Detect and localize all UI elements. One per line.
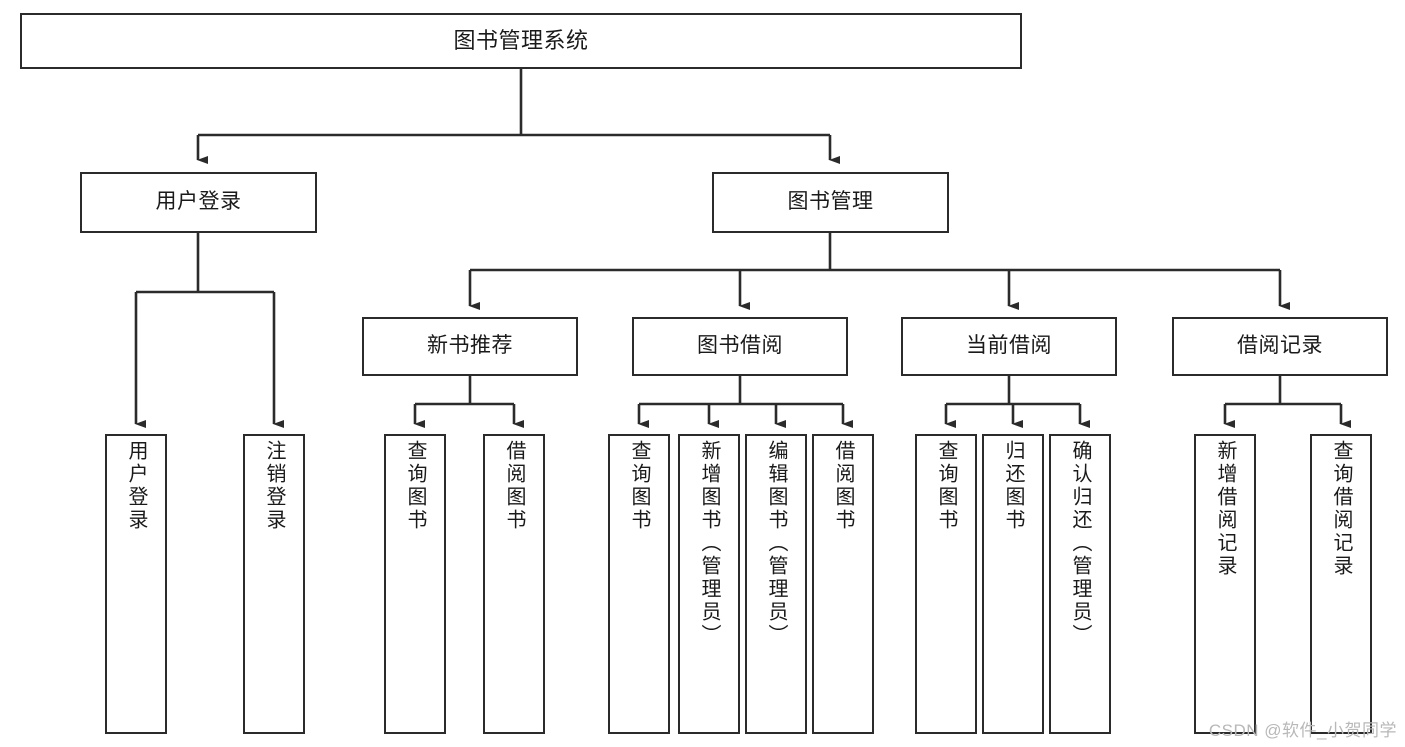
node-leaf-query-book-1-label: 查询图书 — [404, 440, 426, 532]
node-leaf-confirm-return-label: 确认归还（管理员） — [1069, 440, 1091, 647]
node-leaf-logout-login-label: 注销登录 — [263, 440, 285, 532]
node-current-borrow[interactable]: 当前借阅 — [901, 317, 1117, 376]
node-leaf-add-book[interactable]: 新增图书（管理员） — [678, 434, 740, 734]
node-leaf-borrow-book-1[interactable]: 借阅图书 — [483, 434, 545, 734]
node-book-management[interactable]: 图书管理 — [712, 172, 949, 233]
node-leaf-return-book[interactable]: 归还图书 — [982, 434, 1044, 734]
node-new-book-recommend[interactable]: 新书推荐 — [362, 317, 578, 376]
node-leaf-borrow-book-2[interactable]: 借阅图书 — [812, 434, 874, 734]
node-borrow-record-label: 借阅记录 — [1237, 334, 1323, 358]
node-leaf-borrow-book-2-label: 借阅图书 — [832, 440, 854, 532]
node-new-book-recommend-label: 新书推荐 — [427, 334, 513, 358]
node-leaf-user-login[interactable]: 用户登录 — [105, 434, 167, 734]
node-leaf-query-book-3-label: 查询图书 — [935, 440, 957, 532]
node-book-management-label: 图书管理 — [787, 190, 874, 214]
node-leaf-query-book-1[interactable]: 查询图书 — [384, 434, 446, 734]
node-leaf-user-login-label: 用户登录 — [125, 440, 147, 532]
node-leaf-query-book-2-label: 查询图书 — [628, 440, 650, 532]
node-user-login[interactable]: 用户登录 — [80, 172, 317, 233]
node-borrow-record[interactable]: 借阅记录 — [1172, 317, 1388, 376]
node-leaf-logout-login[interactable]: 注销登录 — [243, 434, 305, 734]
node-root-label: 图书管理系统 — [453, 28, 589, 54]
node-leaf-edit-book-label: 编辑图书（管理员） — [765, 440, 787, 647]
node-leaf-add-book-label: 新增图书（管理员） — [698, 440, 720, 647]
node-leaf-query-record-label: 查询借阅记录 — [1330, 440, 1352, 578]
node-leaf-borrow-book-1-label: 借阅图书 — [503, 440, 525, 532]
node-leaf-confirm-return[interactable]: 确认归还（管理员） — [1049, 434, 1111, 734]
node-leaf-query-record[interactable]: 查询借阅记录 — [1310, 434, 1372, 734]
node-leaf-add-record[interactable]: 新增借阅记录 — [1194, 434, 1256, 734]
node-leaf-return-book-label: 归还图书 — [1002, 440, 1024, 532]
node-leaf-edit-book[interactable]: 编辑图书（管理员） — [745, 434, 807, 734]
node-leaf-query-book-3[interactable]: 查询图书 — [915, 434, 977, 734]
node-leaf-add-record-label: 新增借阅记录 — [1214, 440, 1236, 578]
node-book-borrow[interactable]: 图书借阅 — [632, 317, 848, 376]
node-user-login-label: 用户登录 — [155, 190, 242, 214]
node-book-borrow-label: 图书借阅 — [697, 334, 783, 358]
node-leaf-query-book-2[interactable]: 查询图书 — [608, 434, 670, 734]
node-root[interactable]: 图书管理系统 — [20, 13, 1022, 69]
node-current-borrow-label: 当前借阅 — [966, 334, 1052, 358]
csdn-watermark: CSDN @软件_小贺同学 — [1208, 721, 1397, 740]
